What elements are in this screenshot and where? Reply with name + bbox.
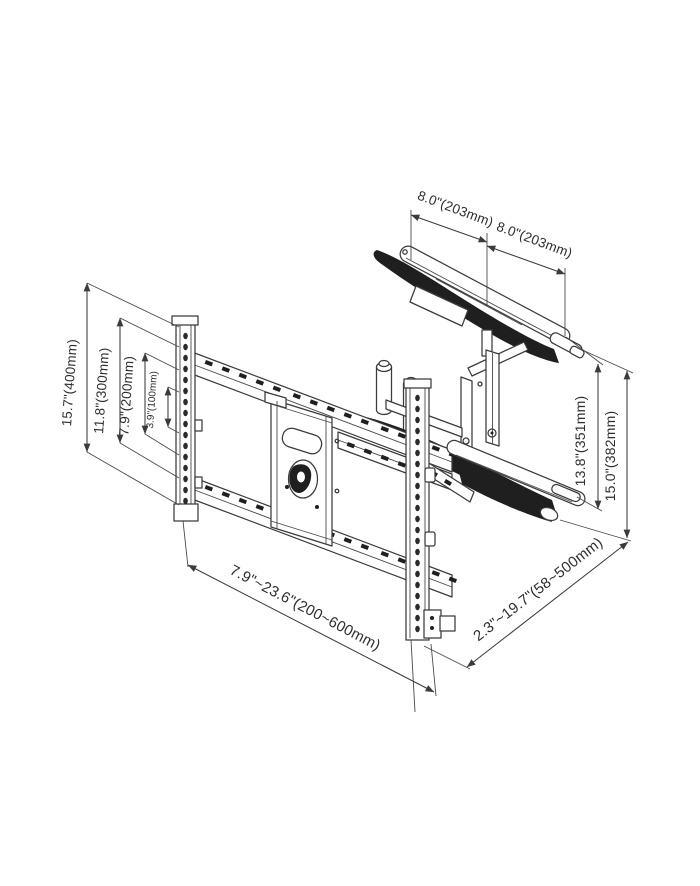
lower-extension-arms: [446, 439, 586, 522]
dim-label-width-range: 7.9"~23.6"(200~600mm): [227, 562, 383, 655]
dim-label-depth-351: 13.8"(351mm): [572, 396, 588, 487]
top-swivel-arm: [373, 250, 559, 363]
left-tv-rail: [171, 315, 203, 522]
dim-label-top-span-right: 8.0"(203mm): [495, 219, 575, 261]
dim-label-height-200: 7.9"(200mm): [116, 355, 137, 436]
bottom-width-dimension: 7.9"~23.6"(200~600mm): [182, 520, 437, 713]
dim-label-depth-382: 15.0"(382mm): [602, 411, 618, 502]
dim-label-height-100: 3.9"(100mm): [145, 371, 160, 429]
left-height-dimensions: 15.7"(400mm) 11.8"(300mm) 7.9"(200mm) 3.…: [59, 282, 180, 506]
right-depth-dimensions: 13.8"(351mm) 15.0"(382mm): [559, 336, 634, 542]
right-tv-rail: [403, 378, 456, 641]
top-mount-bar: [399, 245, 585, 359]
wall-bracket-assembly: [409, 285, 529, 450]
cable-hole: [287, 459, 319, 499]
dim-label-height-400: 15.7"(400mm): [59, 339, 80, 427]
dim-label-height-300: 11.8"(300mm): [91, 347, 112, 434]
dim-label-extension-range: 2.3"~19.7"(58~500mm): [470, 534, 606, 645]
cable-slot: [281, 427, 323, 455]
extension-dimension: 2.3"~19.7"(58~500mm): [423, 534, 629, 670]
dim-label-top-span-left: 8.0"(203mm): [416, 188, 496, 230]
vesa-plate: [264, 391, 340, 547]
